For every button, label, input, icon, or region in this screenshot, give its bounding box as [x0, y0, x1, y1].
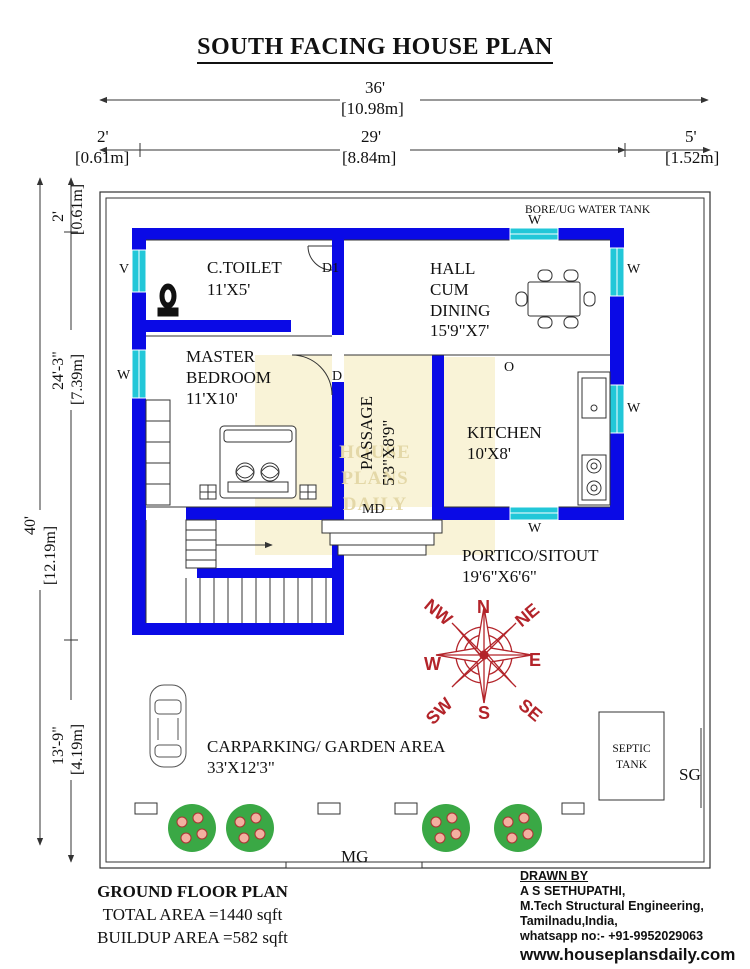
right-setback-m: [1.52m] — [665, 148, 720, 167]
door-marker: D — [332, 369, 343, 384]
toilet-fixture-icon — [157, 283, 179, 317]
water-tank-label: BORE/UG WATER TANK — [525, 204, 651, 216]
window-marker-top: W — [528, 213, 542, 228]
buildup-area: BUILDUP AREA =582 sqft — [97, 928, 288, 947]
area-summary: GROUND FLOOR PLAN TOTAL AREA =1440 sqft … — [90, 880, 295, 949]
master-name1: MASTER — [186, 347, 255, 366]
toilet-name: C.TOILET — [207, 258, 282, 277]
hall-line3: DINING — [430, 301, 491, 320]
overall-width-ft: 36' — [365, 78, 386, 97]
hall-line2: CUM — [430, 280, 469, 299]
wardrobe — [145, 399, 171, 506]
rear-setback-ft: 2' — [50, 211, 67, 222]
openings — [146, 240, 610, 520]
left-setback-m: [0.61m] — [75, 148, 130, 167]
passage-size: 5'3"X8'9" — [379, 419, 398, 486]
toilet-size: 11'X5' — [207, 280, 251, 299]
hall-size: 15'9"X7' — [430, 321, 490, 340]
portico-size: 19'6"X6'6" — [462, 567, 537, 586]
passage-name: PASSAGE — [357, 395, 376, 470]
car-icon — [149, 684, 187, 768]
horizontal-dimension-lines — [99, 96, 711, 157]
whatsapp: whatsapp no:- +91-9952029063 — [520, 929, 704, 943]
location: Tamilnadu,India, — [520, 914, 618, 928]
parking-size: 33'X12'3" — [207, 758, 275, 777]
drawn-by: DRAWN BY — [520, 869, 589, 883]
hall-line1: HALL — [430, 259, 476, 278]
septic-line1: SEPTIC — [612, 743, 651, 755]
master-size: 11'X10' — [186, 389, 238, 408]
garden-lights — [134, 802, 585, 815]
compass-w: W — [424, 654, 441, 674]
ventilator-marker: V — [119, 262, 130, 277]
window-lines — [138, 233, 618, 514]
master-name2: BEDROOM — [186, 368, 272, 387]
main-gate-label: MG — [341, 847, 369, 866]
built-depth-ft: 24'-3" — [50, 351, 67, 390]
credits: DRAWN BY A S SETHUPATHI, M.Tech Structur… — [520, 869, 704, 944]
vertical-dimension-lines — [36, 177, 78, 863]
overall-width-m: [10.98m] — [341, 99, 404, 118]
door1-marker: D1 — [322, 261, 340, 276]
author: A S SETHUPATHI, — [520, 884, 626, 898]
built-width-m: [8.84m] — [342, 148, 397, 167]
website-link[interactable]: www.houseplansdaily.com — [520, 945, 736, 964]
watermark: HOUSE PLANS DAILY — [325, 440, 425, 518]
window-marker-bottom: W — [528, 521, 542, 536]
opening-marker: O — [504, 360, 515, 375]
main-door-marker: MD — [362, 502, 385, 517]
page-title-text: SOUTH FACING HOUSE PLAN — [197, 34, 553, 64]
parking-name: CARPARKING/ GARDEN AREA — [207, 737, 446, 756]
watermark-line1: HOUSE — [339, 442, 411, 463]
window-marker-hall: W — [627, 262, 641, 277]
front-setback-ft: 13'-9" — [50, 726, 67, 765]
built-width-ft: 29' — [361, 127, 382, 146]
compass-s: S — [478, 703, 491, 723]
window-marker-kitchen: W — [627, 401, 641, 416]
rear-setback-m: [0.61m] — [69, 183, 86, 235]
qualification: M.Tech Structural Engineering, — [520, 899, 704, 913]
septic-label: SEPTIC TANK — [604, 741, 659, 773]
page-title: SOUTH FACING HOUSE PLAN — [0, 34, 750, 64]
kitchen-size: 10'X8' — [467, 444, 511, 463]
right-setback-ft: 5' — [685, 127, 697, 146]
kitchen-counter — [577, 371, 611, 506]
garden-plants — [168, 804, 542, 852]
side-gate — [700, 728, 705, 808]
side-gate-label: SG — [679, 765, 701, 784]
interior-lines — [146, 239, 610, 508]
overall-depth-ft: 40' — [22, 516, 39, 535]
bed-icon — [199, 425, 317, 500]
main-gate — [285, 861, 423, 869]
left-setback-ft: 2' — [97, 127, 109, 146]
staircase — [145, 519, 327, 623]
overall-depth-m: [12.19m] — [42, 525, 59, 585]
septic-tank — [598, 711, 665, 801]
kitchen-name: KITCHEN — [467, 423, 542, 442]
compass-icon — [435, 606, 533, 704]
compass-n: N — [477, 597, 490, 617]
total-area: TOTAL AREA =1440 sqft — [102, 905, 283, 924]
watermark-line2: PLANS — [341, 468, 409, 489]
dining-table-icon — [515, 269, 596, 329]
compass-e: E — [529, 650, 542, 670]
portico-name: PORTICO/SITOUT — [462, 546, 599, 565]
front-setback-m: [4.19m] — [69, 723, 86, 775]
door-swings — [291, 245, 433, 535]
watermark-line3: DAILY — [342, 494, 408, 515]
septic-line2: TANK — [615, 759, 648, 771]
main-door-steps — [321, 519, 443, 556]
built-depth-m: [7.39m] — [69, 353, 86, 405]
window-marker-bedroom: W — [117, 368, 131, 383]
plan-name: GROUND FLOOR PLAN — [97, 882, 288, 901]
